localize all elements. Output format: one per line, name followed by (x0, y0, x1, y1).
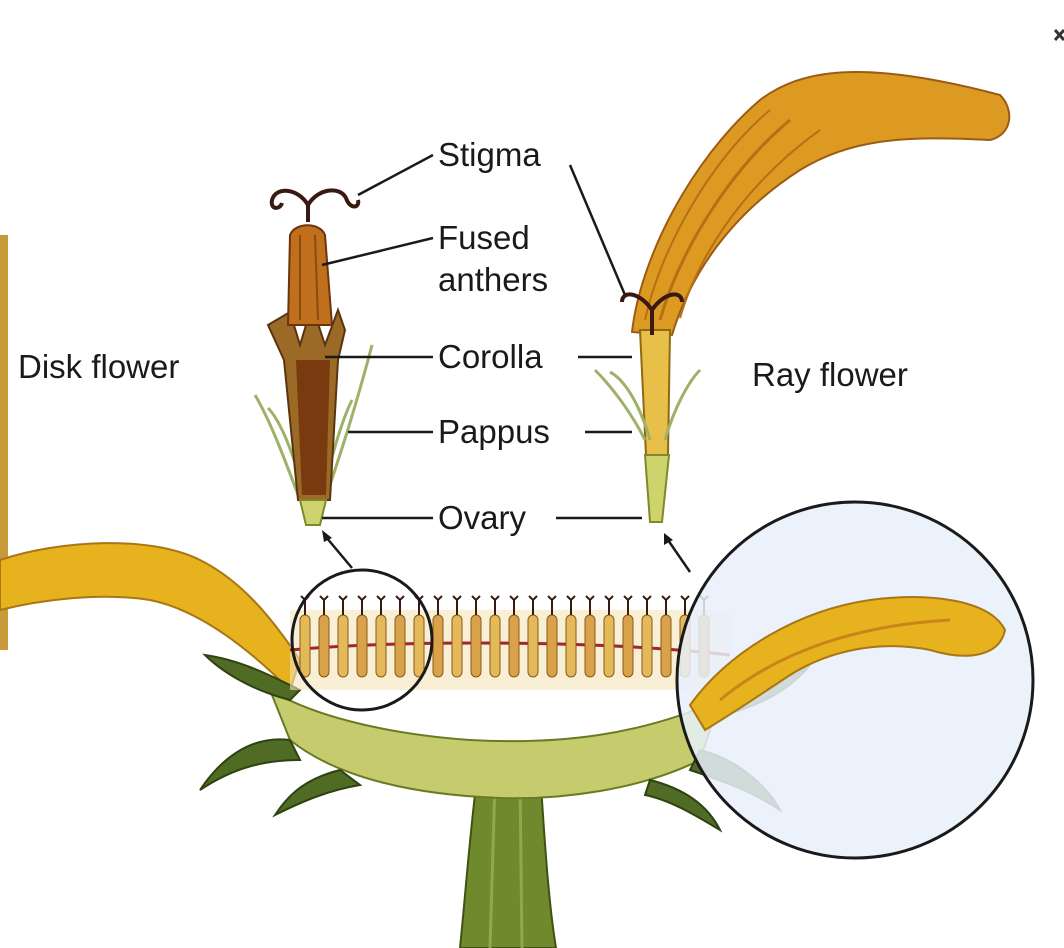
disk-flower-label: Disk flower (18, 350, 179, 383)
disk-floret (490, 615, 500, 677)
disk-floret (319, 615, 329, 677)
ovary-label: Ovary (438, 501, 526, 534)
pappus-label: Pappus (438, 415, 550, 448)
corner-mark (1055, 30, 1064, 40)
disk-floret (471, 615, 481, 677)
disk-flower-anthers (288, 225, 332, 325)
stigma-label: Stigma (438, 138, 541, 171)
ray-flower-label: Ray flower (752, 358, 908, 391)
ray-flower-ovary (645, 455, 669, 522)
disk-floret (414, 615, 424, 677)
disk-flower-ovary (300, 500, 326, 525)
corolla-label: Corolla (438, 340, 543, 373)
disk-floret (357, 615, 367, 677)
disk-floret (604, 615, 614, 677)
disk-floret (547, 615, 557, 677)
disk-floret (585, 615, 595, 677)
disk-floret (566, 615, 576, 677)
disk-floret (642, 615, 652, 677)
fused-anthers-label-line2: anthers (438, 263, 548, 296)
disk-floret (623, 615, 633, 677)
fused-anthers-label-line1: Fused (438, 221, 530, 254)
disk-floret (509, 615, 519, 677)
disk-floret (433, 615, 443, 677)
disk-floret (452, 615, 462, 677)
disk-flower-stigma (272, 190, 359, 222)
disk-floret (395, 615, 405, 677)
disk-floret (300, 615, 310, 677)
disk-floret (528, 615, 538, 677)
disk-floret (661, 615, 671, 677)
disk-floret (338, 615, 348, 677)
disk-floret (376, 615, 386, 677)
